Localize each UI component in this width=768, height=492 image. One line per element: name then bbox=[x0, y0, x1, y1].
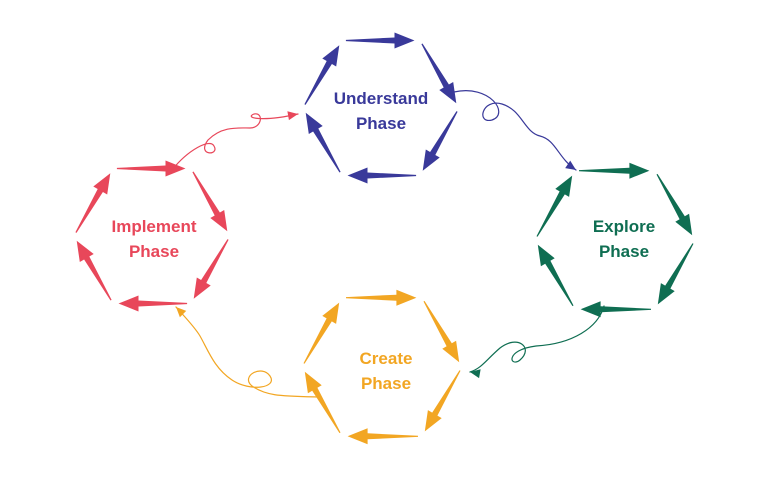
explore-hexagon-arrow bbox=[657, 243, 694, 305]
explore-phase-title: Explore bbox=[592, 217, 656, 236]
create-hexagon-arrow bbox=[346, 289, 417, 306]
connector-implement-understand bbox=[171, 111, 299, 171]
explore-hexagon-arrow bbox=[656, 173, 693, 236]
create-hexagon-arrow bbox=[304, 371, 341, 434]
create-phase-subtitle: Phase bbox=[360, 374, 412, 393]
implement-hexagon-arrow bbox=[193, 239, 229, 299]
implement-phase-subtitle: Phase bbox=[128, 242, 180, 261]
understand-hexagon-arrow bbox=[304, 45, 340, 105]
create-phase-title: Create bbox=[359, 349, 413, 368]
create-hexagon-arrow bbox=[303, 302, 340, 364]
understand-phase-hexagon bbox=[304, 32, 458, 184]
implement-hexagon-arrow bbox=[76, 240, 112, 301]
create-phase-label: Create Phase bbox=[321, 346, 451, 396]
understand-phase-subtitle: Phase bbox=[355, 114, 407, 133]
connector-arrowhead bbox=[176, 307, 187, 318]
create-hexagon-arrow bbox=[424, 370, 461, 432]
implement-phase-hexagon bbox=[75, 160, 229, 312]
understand-hexagon-arrow bbox=[305, 112, 341, 173]
connector-arrowhead bbox=[470, 369, 481, 379]
connector-arrowhead bbox=[565, 160, 576, 170]
explore-hexagon-arrow bbox=[536, 175, 573, 237]
create-hexagon-arrow bbox=[347, 428, 418, 445]
connector-arrowhead bbox=[287, 111, 298, 121]
explore-phase-hexagon bbox=[536, 162, 694, 318]
connector-explore-create bbox=[469, 305, 605, 379]
explore-hexagon-arrow bbox=[579, 162, 650, 179]
implement-hexagon-arrow bbox=[118, 295, 188, 312]
implement-phase-label: Implement Phase bbox=[89, 214, 219, 264]
implement-phase-title: Implement bbox=[111, 217, 197, 236]
connector-create-implement bbox=[175, 306, 319, 398]
explore-phase-label: Explore Phase bbox=[559, 214, 689, 264]
understand-phase-title: Understand bbox=[333, 89, 429, 108]
understand-hexagon-arrow bbox=[422, 111, 458, 171]
create-phase-hexagon bbox=[303, 289, 461, 445]
implement-hexagon-arrow bbox=[192, 171, 228, 232]
implement-hexagon-arrow bbox=[75, 173, 111, 233]
explore-phase-subtitle: Phase bbox=[598, 242, 650, 261]
create-hexagon-arrow bbox=[423, 300, 460, 363]
understand-hexagon-arrow bbox=[345, 32, 415, 49]
understand-hexagon-arrow bbox=[347, 167, 417, 184]
explore-hexagon-arrow bbox=[580, 301, 651, 318]
explore-hexagon-arrow bbox=[537, 244, 574, 307]
understand-hexagon-arrow bbox=[421, 43, 457, 104]
implement-hexagon-arrow bbox=[116, 160, 186, 177]
connector-understand-explore bbox=[453, 90, 577, 171]
understand-phase-label: Understand Phase bbox=[316, 86, 446, 136]
